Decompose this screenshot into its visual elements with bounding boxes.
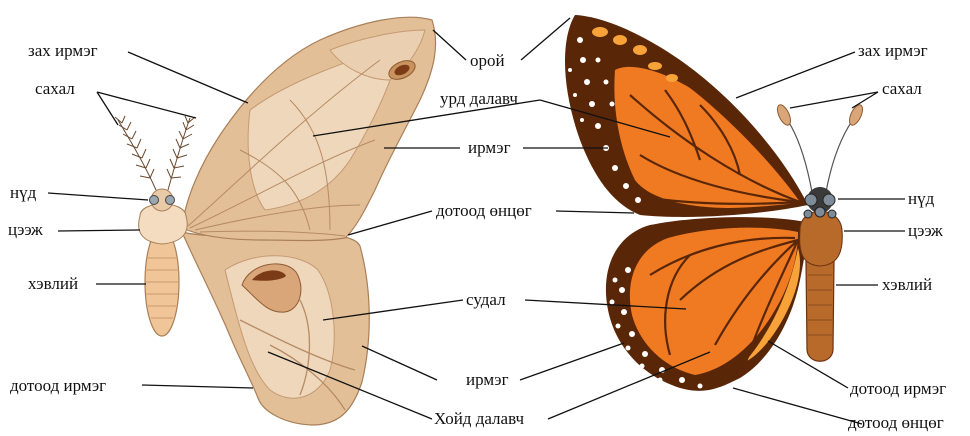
label-abdomen-left: хэвлий (28, 275, 78, 292)
label-hind-wing: Хойд далавч (434, 410, 524, 427)
moth-illustration (115, 17, 436, 425)
label-eye-left: нүд (10, 184, 36, 201)
label-apex: орой (470, 52, 505, 69)
label-antenna-right: сахал (882, 80, 922, 97)
label-outer-margin-left: зах ирмэг (28, 42, 98, 59)
label-inner-angle-mid: дотоод өнцөг (436, 202, 532, 219)
label-outer-margin-right: зах ирмэг (858, 42, 928, 59)
label-margin-upper: ирмэг (468, 139, 511, 156)
label-thorax-right: цээж (908, 222, 943, 239)
butterfly-eye (805, 194, 817, 206)
moth-eye (150, 196, 159, 205)
label-abdomen-right: хэвлий (882, 276, 932, 293)
label-vein: судал (466, 291, 506, 308)
butterfly-thorax (800, 211, 843, 266)
label-inner-margin-left: дотоод ирмэг (10, 377, 106, 394)
label-eye-right: нүд (908, 190, 934, 207)
label-fore-wing: урд далавч (440, 90, 518, 107)
moth-antennae (115, 116, 195, 190)
butterfly-illustration (565, 15, 865, 391)
label-inner-margin-right: дотоод ирмэг (850, 380, 946, 397)
label-margin-lower: ирмэг (466, 371, 509, 388)
label-inner-angle-right: дотоод өнцөг (848, 414, 944, 431)
label-antenna-left: сахал (35, 80, 75, 97)
label-thorax-left: цээж (8, 221, 43, 238)
